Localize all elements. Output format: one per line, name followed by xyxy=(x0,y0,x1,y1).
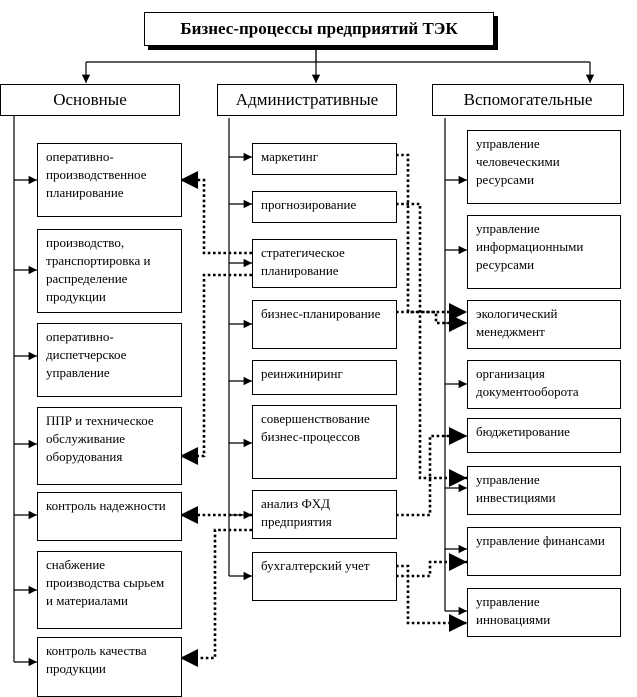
admin-spine xyxy=(228,118,252,581)
process-label: бизнес-планирование xyxy=(261,306,381,321)
process-label: производство, транспортировка и распреде… xyxy=(46,235,151,304)
process-box-aux: бюджетирование xyxy=(467,418,621,453)
process-label: бюджетирование xyxy=(476,424,570,439)
process-label: реинжиниринг xyxy=(261,366,343,381)
diagram-title-text: Бизнес-процессы предприятий ТЭК xyxy=(180,19,458,38)
process-box-admin: стратегическое планирование xyxy=(252,239,397,288)
process-label: управление финансами xyxy=(476,533,605,548)
category-admin: Административные xyxy=(217,84,397,116)
process-box-main: контроль качества продукции xyxy=(37,637,182,697)
process-label: маркетинг xyxy=(261,149,319,164)
process-label: экологический менеджмент xyxy=(476,306,558,339)
process-label: совершенствование бизнес-процессов xyxy=(261,411,370,444)
category-aux-label: Вспомогательные xyxy=(463,90,593,109)
process-label: прогнозирование xyxy=(261,197,357,212)
process-label: контроль качества продукции xyxy=(46,643,147,676)
process-box-aux: экологический менеджмент xyxy=(467,300,621,349)
process-box-aux: управление информационными ресурсами xyxy=(467,215,621,289)
process-box-main: производство, транспортировка и распреде… xyxy=(37,229,182,313)
process-box-aux: управление финансами xyxy=(467,527,621,576)
process-label: анализ ФХД предприятия xyxy=(261,496,332,529)
aux-spine xyxy=(444,118,467,616)
process-label: стратегическое планирование xyxy=(261,245,345,278)
process-label: оперативно-производственное планирование xyxy=(46,149,147,200)
process-label: бухгалтерский учет xyxy=(261,558,370,573)
process-box-aux: управление инвестициями xyxy=(467,466,621,515)
process-box-admin: маркетинг xyxy=(252,143,397,175)
process-box-main: ППР и техническое обслуживание оборудова… xyxy=(37,407,182,485)
process-box-admin: анализ ФХД предприятия xyxy=(252,490,397,539)
dotted-links xyxy=(180,153,467,668)
title-connectors xyxy=(81,46,595,83)
process-box-aux: организация документооборота xyxy=(467,360,621,409)
main-spine xyxy=(13,115,37,667)
category-main: Основные xyxy=(0,84,180,116)
process-label: управление инновациями xyxy=(476,594,551,627)
process-label: ППР и техническое обслуживание оборудова… xyxy=(46,413,154,464)
process-box-main: контроль надежности xyxy=(37,492,182,541)
process-box-aux: управление человеческими ресурсами xyxy=(467,130,621,204)
process-box-admin: бизнес-планирование xyxy=(252,300,397,349)
diagram-title: Бизнес-процессы предприятий ТЭК xyxy=(144,12,494,46)
process-label: оперативно-диспетчерское управление xyxy=(46,329,127,380)
category-admin-label: Административные xyxy=(235,90,379,109)
process-label: управление инвестициями xyxy=(476,472,556,505)
process-box-main: оперативно-производственное планирование xyxy=(37,143,182,217)
category-main-label: Основные xyxy=(53,90,127,109)
process-box-main: снабжение производства сырьем и материал… xyxy=(37,551,182,629)
process-box-main: оперативно-диспетчерское управление xyxy=(37,323,182,397)
process-box-admin: прогнозирование xyxy=(252,191,397,223)
process-label: организация документооборота xyxy=(476,366,579,399)
process-label: управление информационными ресурсами xyxy=(476,221,584,272)
category-aux: Вспомогательные xyxy=(432,84,624,116)
process-box-admin: реинжиниринг xyxy=(252,360,397,395)
process-box-admin: совершенствование бизнес-процессов xyxy=(252,405,397,479)
process-label: снабжение производства сырьем и материал… xyxy=(46,557,165,608)
process-label: контроль надежности xyxy=(46,498,166,513)
process-box-admin: бухгалтерский учет xyxy=(252,552,397,601)
process-box-aux: управление инновациями xyxy=(467,588,621,637)
process-label: управление человеческими ресурсами xyxy=(476,136,560,187)
